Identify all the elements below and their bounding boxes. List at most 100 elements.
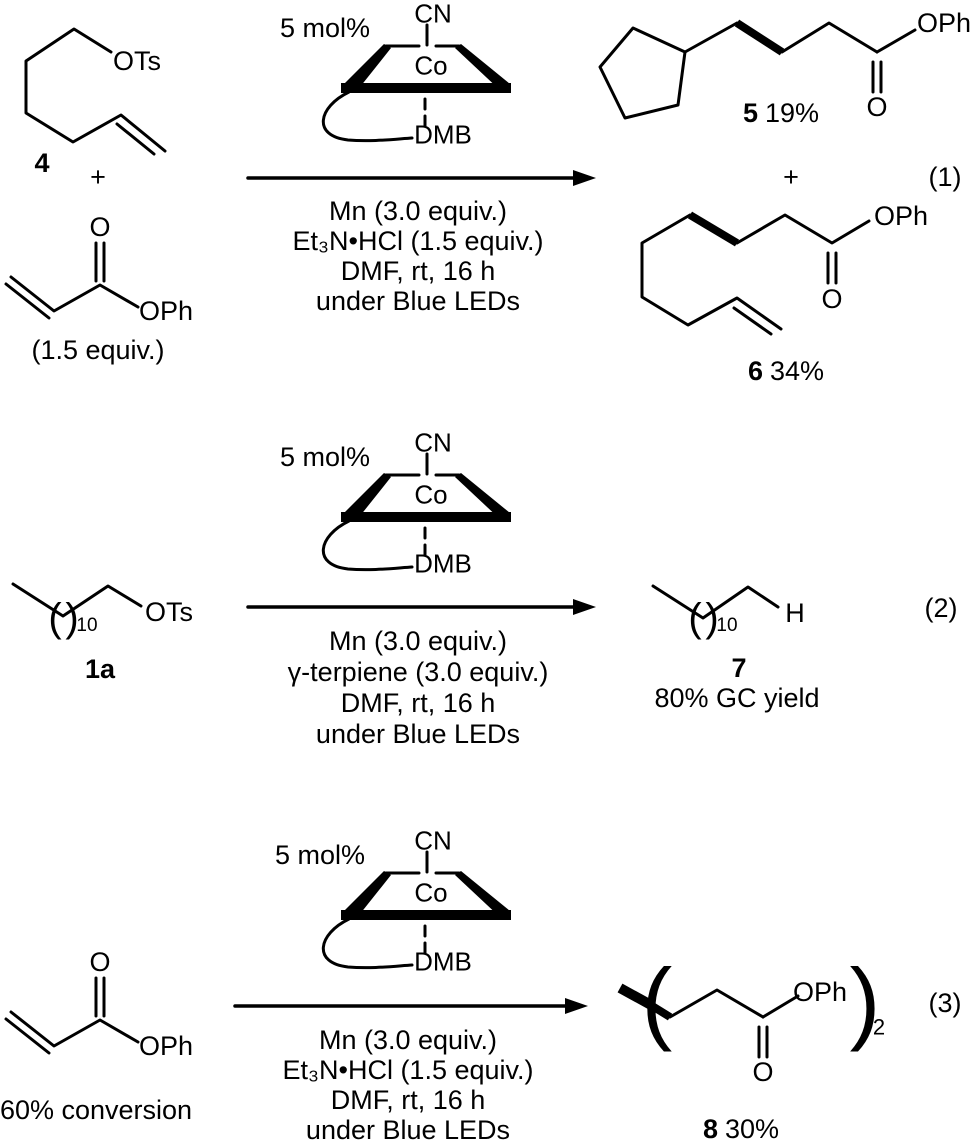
carbonyl-o-label: O <box>866 91 888 122</box>
ester-oph-label: OPh <box>873 200 929 231</box>
eq3-arrow <box>233 998 588 1014</box>
bold-stub-bond <box>617 983 654 1010</box>
bond-chain <box>9 1010 140 1048</box>
cobalt-label: Co <box>414 479 448 510</box>
double-bond-line <box>4 282 51 320</box>
plus-sign-reactants: + <box>90 161 106 192</box>
condition-line: DMF, rt, 16 h <box>340 688 496 718</box>
conversion-note: 60% conversion <box>0 1094 193 1125</box>
compound-number-1a: 1a <box>84 653 116 684</box>
double-bond-line <box>4 1017 51 1055</box>
cn-ligand-label: CN <box>414 0 452 29</box>
product8-structure <box>617 983 800 1059</box>
eq1-phenyl-acrylate-structure <box>4 241 140 320</box>
ester-bond <box>761 994 800 1019</box>
dmb-ligand-label: DMB <box>414 548 472 579</box>
double-bond-line <box>732 306 773 336</box>
repeat-paren-close: ) <box>65 596 79 640</box>
substrate1a-structure <box>11 582 143 618</box>
ester-oph-label: OPh <box>138 1030 194 1061</box>
repeat-paren-open: ( <box>688 596 702 640</box>
yield-5: 19% <box>764 97 820 128</box>
yield-8: 30% <box>724 1113 780 1144</box>
carbonyl-o-label: O <box>752 1056 774 1087</box>
eq2-conditions: Mn (3.0 equiv.) γ-terpiene (3.0 equiv.) … <box>288 626 549 750</box>
condition-line: Mn (3.0 equiv.) <box>328 196 508 226</box>
ester-oph-label: OPh <box>916 7 970 38</box>
condition-line: Et₃N•HCl (1.5 equiv.) <box>282 1055 534 1085</box>
product5-structure <box>598 19 917 120</box>
cobalt-label: Co <box>414 50 448 81</box>
equation-number-3: (3) <box>928 987 962 1018</box>
condition-line: Mn (3.0 equiv.) <box>328 626 508 656</box>
eq1-substrate4-structure <box>24 27 167 156</box>
bond <box>683 21 739 54</box>
equivalents-note: (1.5 equiv.) <box>31 334 165 365</box>
compound-number-6: 6 <box>747 355 763 386</box>
product7-structure <box>651 584 780 620</box>
condition-line: under Blue LEDs <box>315 719 521 749</box>
bond-chain <box>640 213 783 331</box>
arrow-head <box>565 998 588 1014</box>
bold-bond <box>734 19 785 56</box>
arrow-head <box>573 170 596 186</box>
carbonyl-o-label: O <box>89 946 111 977</box>
ester-oph-label: OPh <box>792 976 848 1007</box>
bond-chain <box>651 584 780 620</box>
eq2-arrow <box>246 599 596 615</box>
equation-number-2: (2) <box>924 592 958 623</box>
equation-number-1: (1) <box>928 161 962 192</box>
condition-line: under Blue LEDs <box>305 1115 511 1144</box>
condition-line: Et₃N•HCl (1.5 equiv.) <box>292 226 544 256</box>
cyclopentane-ring <box>598 26 687 120</box>
compound-number-4: 4 <box>34 147 50 178</box>
repeat-paren-open: ( <box>48 596 62 640</box>
ots-label: OTs <box>144 596 194 627</box>
ester-oph-label: OPh <box>138 295 194 326</box>
plus-sign-products: + <box>783 161 799 192</box>
ots-label: OTs <box>112 45 162 76</box>
catalyst-loading: 5 mol% <box>274 839 366 870</box>
condition-line: Mn (3.0 equiv.) <box>318 1025 498 1055</box>
catalyst-loading: 5 mol% <box>279 12 371 43</box>
cobalt-label: Co <box>414 877 448 908</box>
yield-6: 34% <box>769 355 825 386</box>
repeat-paren-close: ) <box>705 596 719 640</box>
carbonyl-o-label: O <box>89 211 111 242</box>
repeat-count: 10 <box>716 615 738 637</box>
arrow-head <box>573 599 596 615</box>
compound-number-7: 7 <box>731 652 747 683</box>
ester-bond <box>875 28 917 54</box>
eq3-phenyl-acrylate-structure <box>4 976 140 1055</box>
condition-line: DMF, rt, 16 h <box>340 256 496 286</box>
dimer-paren-open: ( <box>641 950 673 1053</box>
condition-line: γ-terpiene (3.0 equiv.) <box>287 657 549 687</box>
bold-bond <box>687 211 740 247</box>
compound-number-5: 5 <box>742 97 758 128</box>
repeat-count: 10 <box>76 615 98 637</box>
dmb-ligand-label: DMB <box>414 946 472 977</box>
bond-chain <box>668 988 765 1019</box>
bold-bond <box>646 1000 673 1021</box>
condition-line: DMF, rt, 16 h <box>330 1085 486 1115</box>
bond-chain <box>11 582 143 618</box>
eq1-conditions: Mn (3.0 equiv.) Et₃N•HCl (1.5 equiv.) DM… <box>292 196 543 316</box>
dimer-paren-close: ) <box>849 950 881 1053</box>
compound-number-8: 8 <box>702 1113 718 1144</box>
eq3-conditions: Mn (3.0 equiv.) Et₃N•HCl (1.5 equiv.) DM… <box>282 1025 533 1144</box>
bond-chain <box>24 27 167 153</box>
eq1-arrow <box>246 170 596 186</box>
dmb-ligand-label: DMB <box>414 119 472 150</box>
bond-chain <box>780 21 879 54</box>
carbonyl-o-label: O <box>821 283 843 314</box>
cn-ligand-label: CN <box>414 825 452 856</box>
dimer-subscript: 2 <box>872 1014 886 1040</box>
product6-structure <box>640 211 871 336</box>
bond-chain <box>9 275 140 313</box>
cn-ligand-label: CN <box>414 427 452 458</box>
condition-line: under Blue LEDs <box>315 286 521 316</box>
